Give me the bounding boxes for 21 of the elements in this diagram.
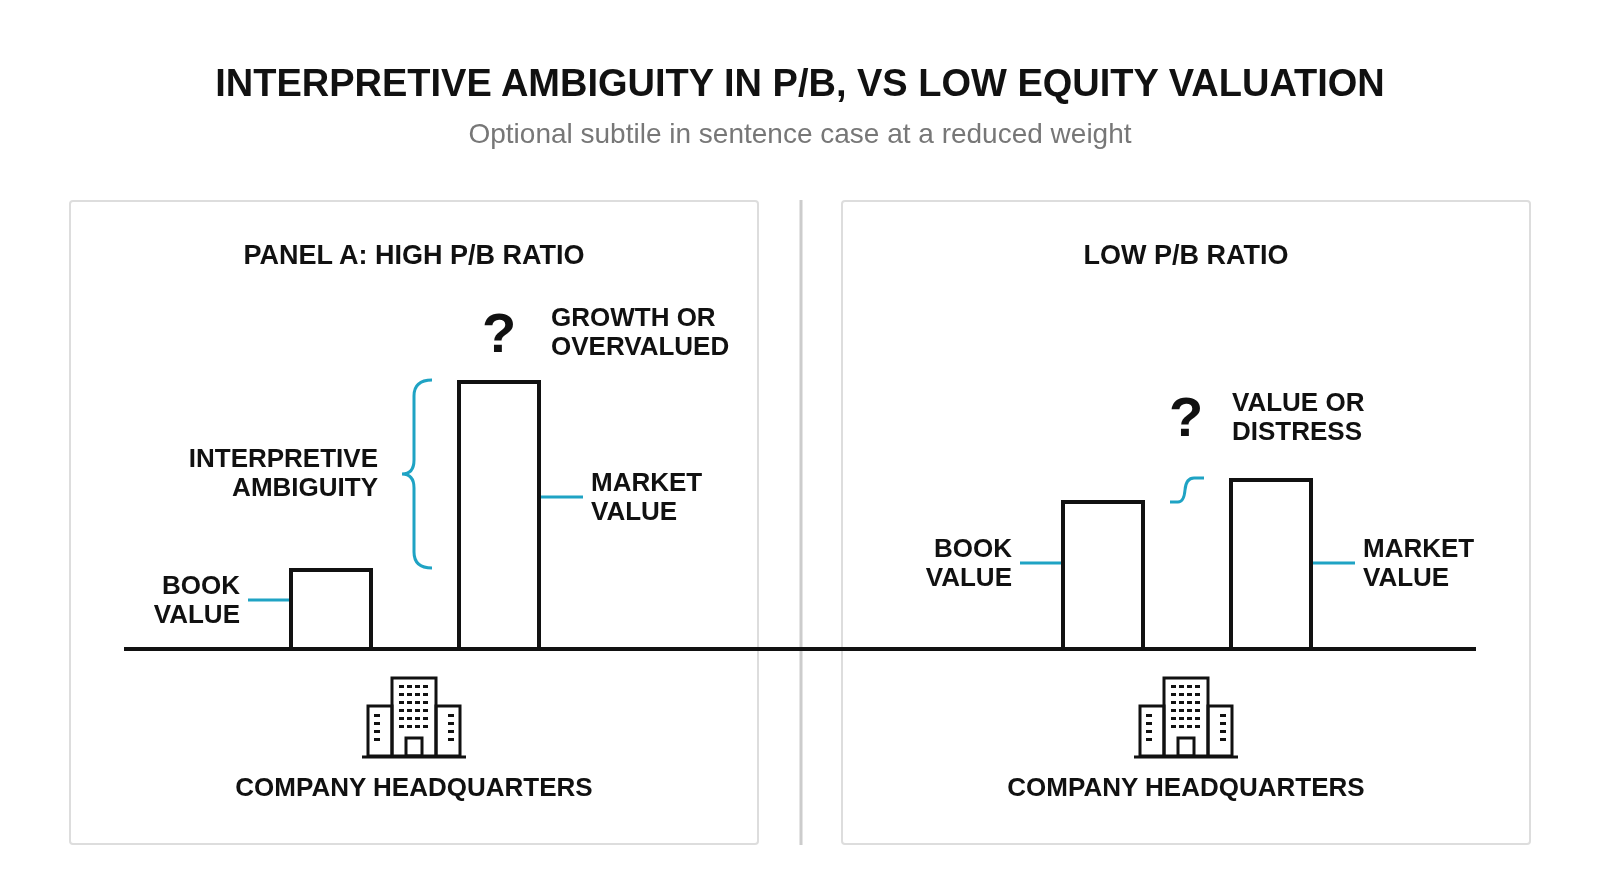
title: INTERPRETIVE AMBIGUITY IN P/B, VS LOW EQUITY VALUATION — [214, 62, 1386, 105]
leader-line — [541, 495, 583, 499]
panel-card — [841, 200, 1531, 845]
text-label: GROWTH OR OVERVALUED — [543, 300, 733, 364]
text-label: COMPANY HEADQUARTERS — [224, 770, 604, 806]
text-label: INTERPRETIVE AMBIGUITY — [180, 440, 386, 506]
text-label: MARKET VALUE — [1355, 531, 1485, 595]
leader-line — [1313, 561, 1355, 565]
panel-heading: LOW P/B RATIO — [1082, 240, 1290, 271]
text-label: MARKET VALUE — [583, 465, 713, 529]
text-label: COMPANY HEADQUARTERS — [996, 770, 1376, 806]
text-label: VALUE OR DISTRESS — [1224, 385, 1384, 449]
subtitle: Optional subtile in sentence case at a reduced weight — [467, 118, 1133, 150]
text-label: BOOK VALUE — [912, 531, 1020, 595]
leader-line — [1020, 561, 1061, 565]
question-mark: ? — [474, 300, 524, 366]
question-mark: ? — [1161, 384, 1211, 450]
leader-line — [248, 598, 289, 602]
panel-card — [69, 200, 759, 845]
panel-heading: PANEL A: HIGH P/B RATIO — [242, 240, 586, 271]
text-label: BOOK VALUE — [140, 568, 248, 632]
